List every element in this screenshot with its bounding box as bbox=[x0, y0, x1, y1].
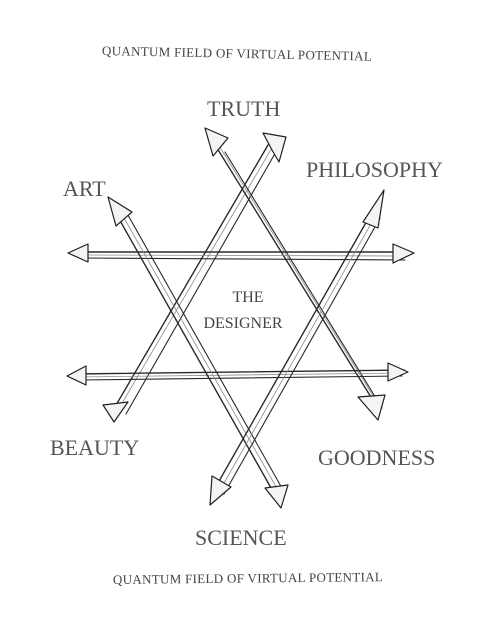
node-beauty: BEAUTY bbox=[50, 435, 140, 460]
arrowhead-science-left bbox=[209, 475, 232, 506]
node-art: ART bbox=[63, 176, 106, 201]
arrowhead-top-right bbox=[392, 243, 415, 264]
center-label-designer: DESIGNER bbox=[203, 315, 283, 332]
arrow-top-horizontal bbox=[67, 243, 415, 264]
node-philosophy: PHILOSOPHY bbox=[306, 157, 443, 182]
arrowhead-art bbox=[107, 196, 133, 227]
arrowhead-truth bbox=[262, 132, 287, 163]
arrowhead-science-right bbox=[264, 484, 289, 509]
arrowhead-truth-left bbox=[204, 127, 229, 157]
arrow-art-to-science bbox=[107, 196, 289, 509]
arrow-philosophy-to-science bbox=[209, 189, 385, 506]
quantum-field-bottom-label: QUANTUM FIELD OF VIRTUAL POTENTIAL bbox=[112, 569, 384, 587]
center-label-the: THE bbox=[232, 289, 264, 306]
node-truth: TRUTH bbox=[207, 96, 281, 121]
node-science: SCIENCE bbox=[195, 525, 287, 550]
arrowhead-bottom-left bbox=[66, 365, 87, 386]
node-goodness: GOODNESS bbox=[318, 445, 436, 470]
arrowhead-beauty bbox=[102, 401, 129, 423]
arrowhead-goodness bbox=[357, 394, 386, 421]
arrow-truth-to-goodness bbox=[204, 127, 386, 421]
arrow-bottom-horizontal bbox=[66, 362, 409, 386]
arrowhead-philosophy bbox=[362, 189, 385, 229]
arrowhead-bottom-right bbox=[387, 362, 409, 382]
arrowhead-top-left bbox=[67, 243, 89, 263]
